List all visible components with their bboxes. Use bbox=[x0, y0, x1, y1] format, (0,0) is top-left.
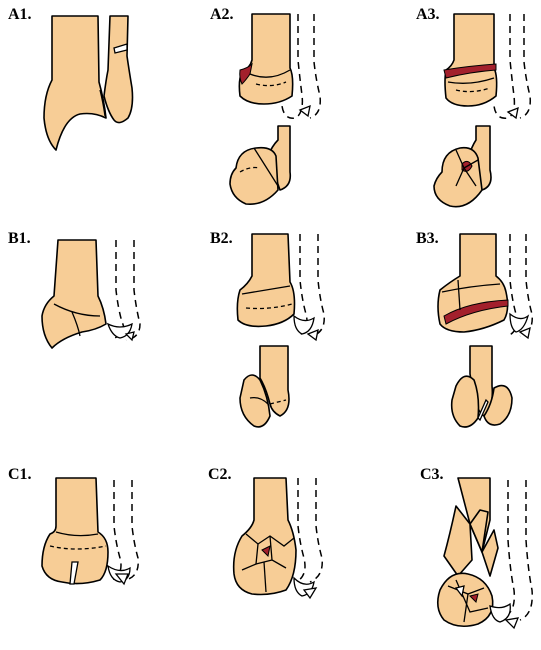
panel-a2: A2. bbox=[180, 0, 360, 210]
panel-c3: C3. bbox=[360, 440, 540, 650]
panel-b3: B3. bbox=[360, 220, 540, 430]
ankle-b3-illustration bbox=[360, 220, 540, 430]
ankle-b1-illustration bbox=[0, 220, 180, 430]
panel-a3: A3. bbox=[360, 0, 540, 210]
ankle-c1-illustration bbox=[0, 440, 180, 633]
ankle-b2-illustration bbox=[180, 220, 360, 430]
panel-c1: C1. bbox=[0, 440, 180, 650]
ankle-a1-illustration bbox=[0, 0, 180, 210]
panel-a1: A1. bbox=[0, 0, 180, 210]
ankle-a3-illustration bbox=[360, 0, 540, 210]
ankle-c3-illustration bbox=[360, 440, 540, 633]
panel-b2: B2. bbox=[180, 220, 360, 430]
panel-c2: C2. bbox=[180, 440, 360, 650]
ankle-c2-illustration bbox=[180, 440, 360, 633]
ankle-a2-illustration bbox=[180, 0, 360, 210]
panel-b1: B1. bbox=[0, 220, 180, 430]
